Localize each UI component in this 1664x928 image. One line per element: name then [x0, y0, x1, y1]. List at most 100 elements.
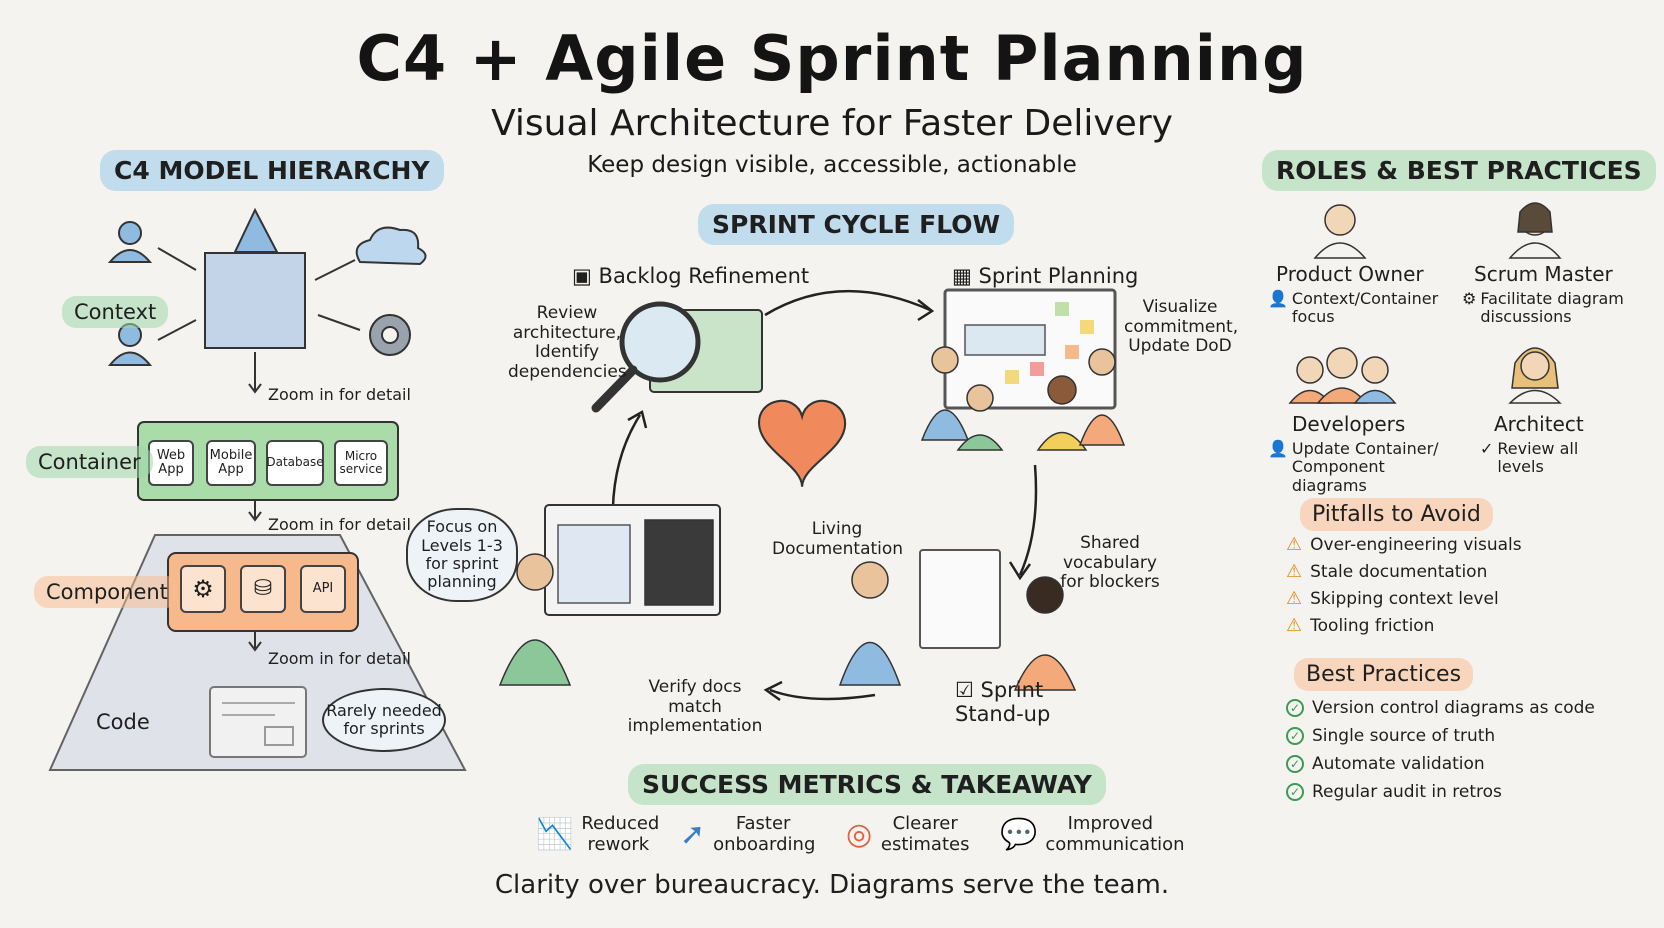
cloud-icon: [355, 226, 427, 266]
architect-avatar: [1508, 347, 1562, 404]
metric-label: Improved communication: [1045, 813, 1185, 855]
pitfall-text: Skipping context level: [1310, 588, 1499, 609]
metrics-heading: SUCCESS METRICS & TAKEAWAY: [628, 764, 1106, 805]
check-circle-icon: ✓: [1286, 755, 1304, 773]
standup-team: [838, 561, 1077, 691]
page-title: C4 + Agile Sprint Planning: [356, 22, 1308, 95]
metric-clearer-estimates: ◎ Clearer estimates: [846, 813, 970, 855]
triangle-icon: [233, 207, 279, 253]
metric-label: Reduced rework: [581, 813, 660, 855]
best-text: Version control diagrams as code: [1312, 698, 1595, 718]
container-box-mobile-app: Mobile App: [206, 440, 256, 486]
gear-small-icon: ⚙: [1462, 289, 1477, 308]
check-circle-icon: ✓: [1286, 699, 1304, 717]
sprint-cycle-diagram: [498, 288, 1126, 702]
container-box-database: Database: [266, 440, 324, 486]
metric-label: Clearer estimates: [880, 813, 970, 855]
planning-title-text: Sprint Planning: [978, 264, 1139, 288]
best-text: Single source of truth: [1312, 726, 1496, 746]
role-desc-text: Facilitate diagram discussions: [1480, 289, 1624, 327]
best-text: Regular audit in retros: [1312, 782, 1502, 802]
pitfall-text: Over-engineering visuals: [1310, 534, 1522, 555]
user-icon: 👤: [1268, 289, 1288, 308]
context-arrows: [157, 247, 361, 341]
review-note: Verify docs match implementation: [627, 677, 763, 737]
product-owner-avatar: [1313, 204, 1367, 259]
pitfalls-list: ⚠Over-engineering visuals ⚠Stale documen…: [1286, 534, 1522, 636]
best-list: ✓ Version control diagrams as code ✓ Singl…: [1286, 698, 1595, 802]
code-window: [209, 686, 307, 758]
metric-label: Faster onboarding: [713, 813, 816, 855]
pitfall-item: ⚠ Over-engineering visuals: [1286, 534, 1522, 555]
pitfalls-heading: Pitfalls to Avoid: [1300, 498, 1493, 531]
level-component: Component: [34, 576, 180, 608]
role-desc-text: Review all levels: [1497, 439, 1579, 477]
container-box-micro-service: Micro service: [334, 440, 388, 486]
component-database-icon: ⛁: [240, 565, 286, 613]
best-heading: Best Practices: [1294, 658, 1474, 691]
person-icon: [107, 221, 153, 366]
api-label: API: [312, 580, 334, 596]
metric-reduced-rework: 📉 Reduced rework: [536, 813, 660, 855]
heart-icon: [757, 399, 847, 487]
code-bubble-text: Rarely needed for sprints: [326, 700, 442, 738]
pitfall-item: ⚠ Skipping context level: [1286, 588, 1522, 609]
role-architect: Architect: [1494, 412, 1584, 436]
metric-improved-communication: 💬 Improved communication: [1000, 813, 1185, 855]
role-developers: Developers: [1292, 412, 1406, 436]
zoom-label-1: Zoom in for detail: [268, 385, 411, 404]
magnifier-icon: [619, 301, 701, 383]
arrow-up-icon: ➚: [680, 817, 706, 853]
best-text: Automate validation: [1312, 754, 1485, 774]
best-item: ✓ Single source of truth: [1286, 726, 1595, 746]
backlog-icon: ▣: [572, 264, 599, 288]
level-code: Code: [96, 710, 150, 734]
warning-icon: ⚠: [1286, 534, 1303, 555]
container-box-web-app: Web App: [148, 440, 194, 486]
best-item: ✓ Version control diagrams as code: [1286, 698, 1595, 718]
zoom-label-3: Zoom in for detail: [268, 649, 411, 668]
role-desc-text: Context/Container focus: [1291, 289, 1439, 327]
checkbox-icon: ☑: [955, 678, 981, 702]
check-circle-icon: ✓: [1286, 727, 1304, 745]
pitfall-text: Tooling friction: [1310, 615, 1435, 636]
role-scrum-master: Scrum Master: [1474, 262, 1613, 286]
role-product-owner-desc: 👤Context/Container focus: [1268, 289, 1439, 327]
role-scrum-master-desc: ⚙Facilitate diagram discussions: [1462, 289, 1632, 327]
role-developers-desc: 👤Update Container/ Component diagrams: [1268, 439, 1448, 495]
scrum-master-avatar: [1508, 202, 1562, 259]
calendar-icon: ▦: [952, 264, 979, 288]
center-label: Living Documentation: [772, 519, 904, 559]
level-context: Context: [62, 296, 169, 328]
pitfall-text: Stale documentation: [1310, 561, 1488, 582]
planning-note: Visualize commitment, Update DoD: [1124, 297, 1239, 357]
focus-bubble: Focus on Levels 1-3 for sprint planning: [406, 508, 518, 602]
roles-avatars: [1288, 202, 1562, 404]
backlog-note: Review architecture, Identify dependenci…: [508, 303, 627, 382]
speech-bubble-icon: 💬: [1000, 817, 1038, 853]
metric-faster-onboarding: ➚ Faster onboarding: [680, 813, 816, 855]
takeaway: Clarity over bureaucracy. Diagrams serve…: [494, 870, 1170, 900]
standup-note: Shared vocabulary for blockers: [1060, 533, 1160, 593]
pitfall-item: ⚠Stale documentation: [1286, 561, 1522, 582]
c4-heading: C4 MODEL HIERARCHY: [100, 150, 444, 191]
code-bubble: Rarely needed for sprints: [322, 688, 446, 752]
component-gear-icon: ⚙: [180, 565, 226, 613]
best-item: ✓ Automate validation: [1286, 754, 1595, 774]
level-container: Container: [26, 446, 153, 478]
standup-board: [919, 549, 1001, 649]
role-product-owner: Product Owner: [1276, 262, 1424, 286]
component-api-icon: API: [300, 565, 346, 613]
zoom-label-2: Zoom in for detail: [268, 515, 411, 534]
planning-title: ▦ Sprint Planning: [952, 264, 1138, 288]
system-box: [204, 252, 306, 349]
check-small-icon: ✓: [1480, 439, 1494, 458]
page-subtitle: Visual Architecture for Faster Delivery: [491, 103, 1173, 144]
sprint-heading: SPRINT CYCLE FLOW: [698, 204, 1015, 245]
warning-icon: ⚠: [1286, 588, 1303, 609]
gear-icon: [369, 314, 411, 356]
focus-bubble-text: Focus on Levels 1-3 for sprint planning: [421, 517, 503, 592]
standup-title-text: Sprint Stand-up: [955, 678, 1051, 727]
developers-avatar: [1288, 347, 1397, 404]
backlog-title-text: Backlog Refinement: [598, 264, 810, 288]
